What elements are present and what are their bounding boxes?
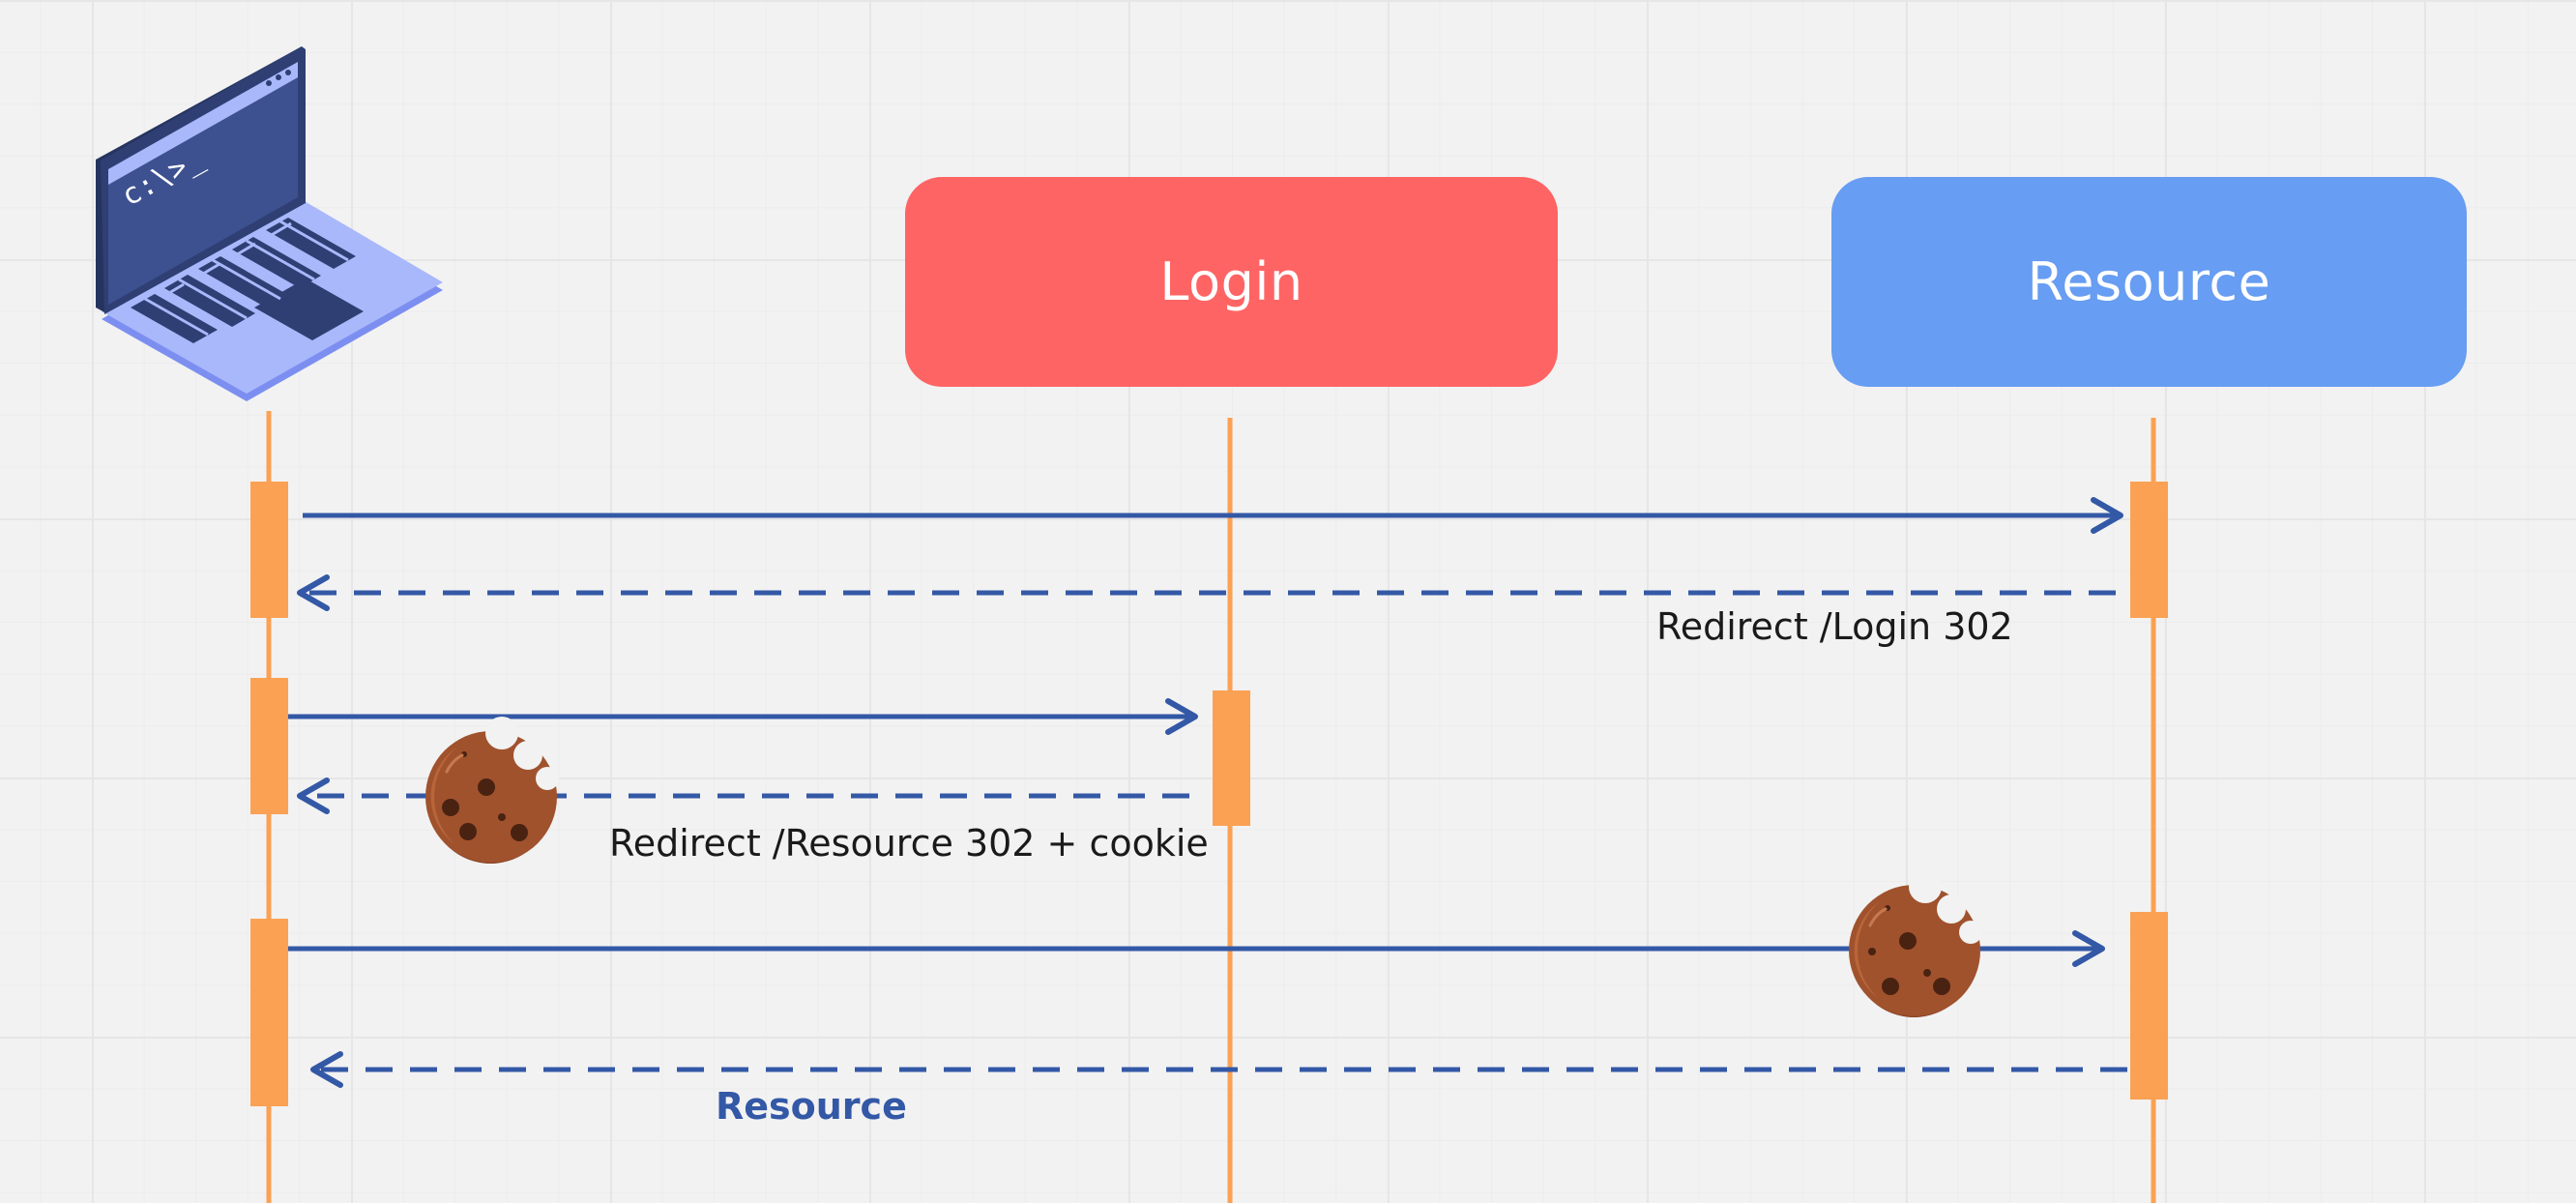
- resource-participant[interactable]: Resource: [1831, 177, 2467, 387]
- client-activation-2: [250, 678, 288, 814]
- resource-label: Resource: [2027, 251, 2271, 312]
- login-participant[interactable]: Login: [905, 177, 1558, 387]
- login-activation: [1213, 690, 1250, 826]
- client-activation-3: [250, 919, 288, 1106]
- resource-activation-1: [2130, 482, 2168, 618]
- message-label-resource: Resource: [716, 1085, 907, 1128]
- resource-activation-2: [2130, 912, 2168, 1100]
- login-label: Login: [1159, 251, 1303, 312]
- message-label-redirect-login: Redirect /Login 302: [1656, 605, 2013, 648]
- message-label-redirect-resource: Redirect /Resource 302 + cookie: [609, 822, 1209, 865]
- client-activation-1: [250, 482, 288, 618]
